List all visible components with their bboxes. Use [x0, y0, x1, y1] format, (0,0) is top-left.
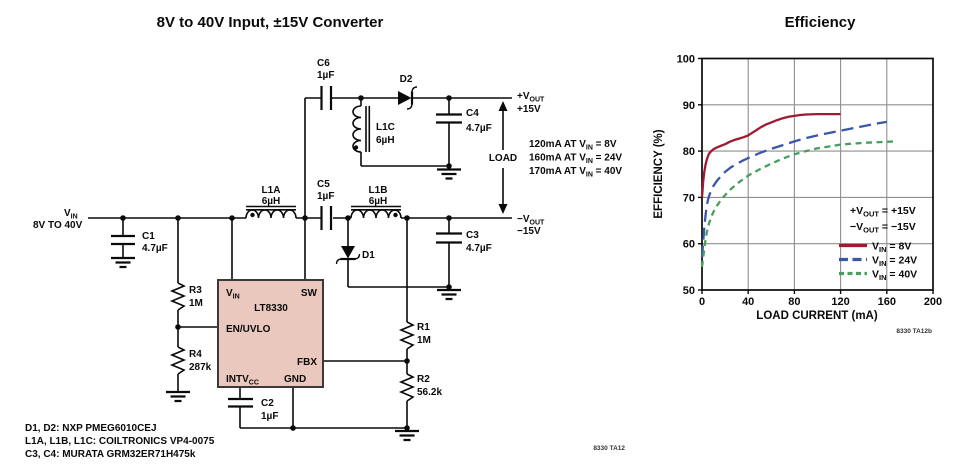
l1a-ref: L1A — [262, 185, 281, 196]
ic-pin-intvcc: INTVCC — [226, 374, 259, 387]
note-inductors: L1A, L1B, L1C: COILTRONICS VP4-0075 — [25, 436, 215, 447]
ic-lt8330: VIN SW LT8330 EN/UVLO FBX INTVCC GND — [217, 279, 324, 388]
r4-ref: R4 — [189, 349, 202, 360]
r3-ref: R3 — [189, 285, 202, 296]
neg-output-voltage: −15V — [517, 226, 541, 237]
c1-ref: C1 — [142, 231, 155, 242]
efficiency-curve-vin-40v — [700, 140, 897, 268]
inductor-l1b — [350, 205, 402, 219]
efficiency-curve-vin-24v — [700, 120, 887, 258]
load-label: LOAD — [489, 153, 517, 164]
c3-ref: C3 — [466, 230, 479, 241]
capacitor-plates — [111, 86, 462, 408]
c6-ref: C6 — [317, 58, 330, 69]
r1-ref: R1 — [417, 322, 430, 333]
c2-ref: C2 — [261, 398, 274, 409]
r1-value: 1M — [417, 335, 431, 346]
c1-value: 4.7µF — [142, 243, 168, 254]
chart-figure-id: 8330 TA12b — [896, 328, 932, 335]
y-tick-label: 60 — [683, 239, 695, 251]
c5-ref: C5 — [317, 179, 330, 190]
ic-pin-vin: VIN — [226, 288, 240, 301]
y-tick-label: 80 — [683, 146, 695, 158]
c2-value: 1µF — [261, 411, 278, 422]
d1-ref: D1 — [362, 250, 375, 261]
load-condition-1: 120mA AT VIN = 8V — [529, 139, 617, 152]
note-diodes: D1, D2: NXP PMEG6010CEJ — [25, 423, 157, 434]
inductor-l1c — [352, 105, 371, 153]
x-tick-label: 40 — [742, 296, 754, 308]
wires — [88, 97, 512, 429]
resistor-r3 — [169, 282, 187, 311]
l1b-value: 6µH — [369, 196, 388, 207]
r4-value: 287k — [189, 362, 212, 373]
y-tick-label: 90 — [683, 100, 695, 112]
c4-ref: C4 — [466, 108, 479, 119]
plot-area: 0 40 80 120 160 200 50 60 70 80 90 100 — [677, 54, 943, 309]
y-axis-label: EFFICIENCY (%) — [653, 129, 665, 218]
legend-label-40v: VIN = 40V — [872, 269, 917, 283]
neg-output-label: −VOUT — [517, 214, 545, 227]
ground-symbols — [111, 168, 461, 442]
schematic-figure-id: 8330 TA12 — [593, 445, 625, 452]
vin-label: VIN — [64, 208, 78, 221]
x-tick-label: 200 — [924, 296, 942, 308]
chart-title: Efficiency — [785, 14, 857, 31]
r3-value: 1M — [189, 298, 203, 309]
y-tick-label: 70 — [683, 192, 695, 204]
load-condition-2: 160mA AT VIN = 24V — [529, 153, 622, 166]
note-capacitors: C3, C4: MURATA GRM32ER71H475k — [25, 449, 196, 460]
inductor-l1a — [245, 205, 297, 219]
ic-part-number: LT8330 — [254, 303, 288, 314]
legend-label-24v: VIN = 24V — [872, 255, 917, 269]
resistor-r2 — [398, 373, 416, 402]
ic-pin-sw: SW — [301, 288, 318, 299]
legend-condition-pos: +VOUT = +15V — [850, 205, 916, 219]
pos-output-label: +VOUT — [517, 91, 545, 104]
c6-value: 1µF — [317, 70, 334, 81]
x-tick-label: 160 — [878, 296, 896, 308]
load-condition-3: 170mA AT VIN = 40V — [529, 166, 622, 179]
vin-range-label: 8V TO 40V — [33, 220, 83, 231]
junction-dots — [120, 95, 452, 431]
x-tick-label: 80 — [788, 296, 800, 308]
legend-label-8v: VIN = 8V — [872, 241, 911, 255]
x-tick-label: 120 — [831, 296, 849, 308]
plot-border — [701, 57, 934, 291]
ic-pin-gnd: GND — [284, 374, 306, 385]
c3-value: 4.7µF — [466, 243, 492, 254]
l1b-ref: L1B — [369, 185, 388, 196]
c4-value: 4.7µF — [466, 123, 492, 134]
l1c-value: 6µH — [376, 135, 395, 146]
resistor-r4 — [169, 346, 187, 375]
chart-legend: +VOUT = +15V −VOUT = −15V VIN = 8V VIN =… — [850, 205, 917, 282]
x-axis-label: LOAD CURRENT (mA) — [756, 310, 878, 322]
efficiency-curve-vin-8v — [700, 112, 841, 198]
load-arrow — [498, 101, 508, 214]
schematic: 8V to 40V Input, ±15V Converter — [25, 14, 625, 460]
r2-ref: R2 — [417, 374, 430, 385]
diode-d2 — [398, 86, 418, 110]
resistor-r1 — [398, 321, 416, 350]
pos-output-voltage: +15V — [517, 104, 541, 115]
y-tick-label: 50 — [683, 285, 695, 297]
efficiency-chart: Efficiency 0 40 80 120 160 200 50 60 70 80 90 100 L… — [653, 14, 942, 335]
l1c-ref: L1C — [376, 122, 395, 133]
x-tick-label: 0 — [699, 296, 705, 308]
d2-ref: D2 — [400, 74, 413, 85]
ic-pin-fbx: FBX — [297, 357, 317, 368]
r2-value: 56.2k — [417, 387, 442, 398]
y-tick-label: 100 — [677, 54, 695, 66]
ic-pin-en-uvlo: EN/UVLO — [226, 324, 271, 335]
legend-condition-neg: −VOUT = −15V — [850, 221, 916, 235]
diode-d1 — [335, 246, 361, 265]
schematic-title: 8V to 40V Input, ±15V Converter — [157, 14, 384, 31]
c5-value: 1µF — [317, 191, 334, 202]
l1a-value: 6µH — [262, 196, 281, 207]
